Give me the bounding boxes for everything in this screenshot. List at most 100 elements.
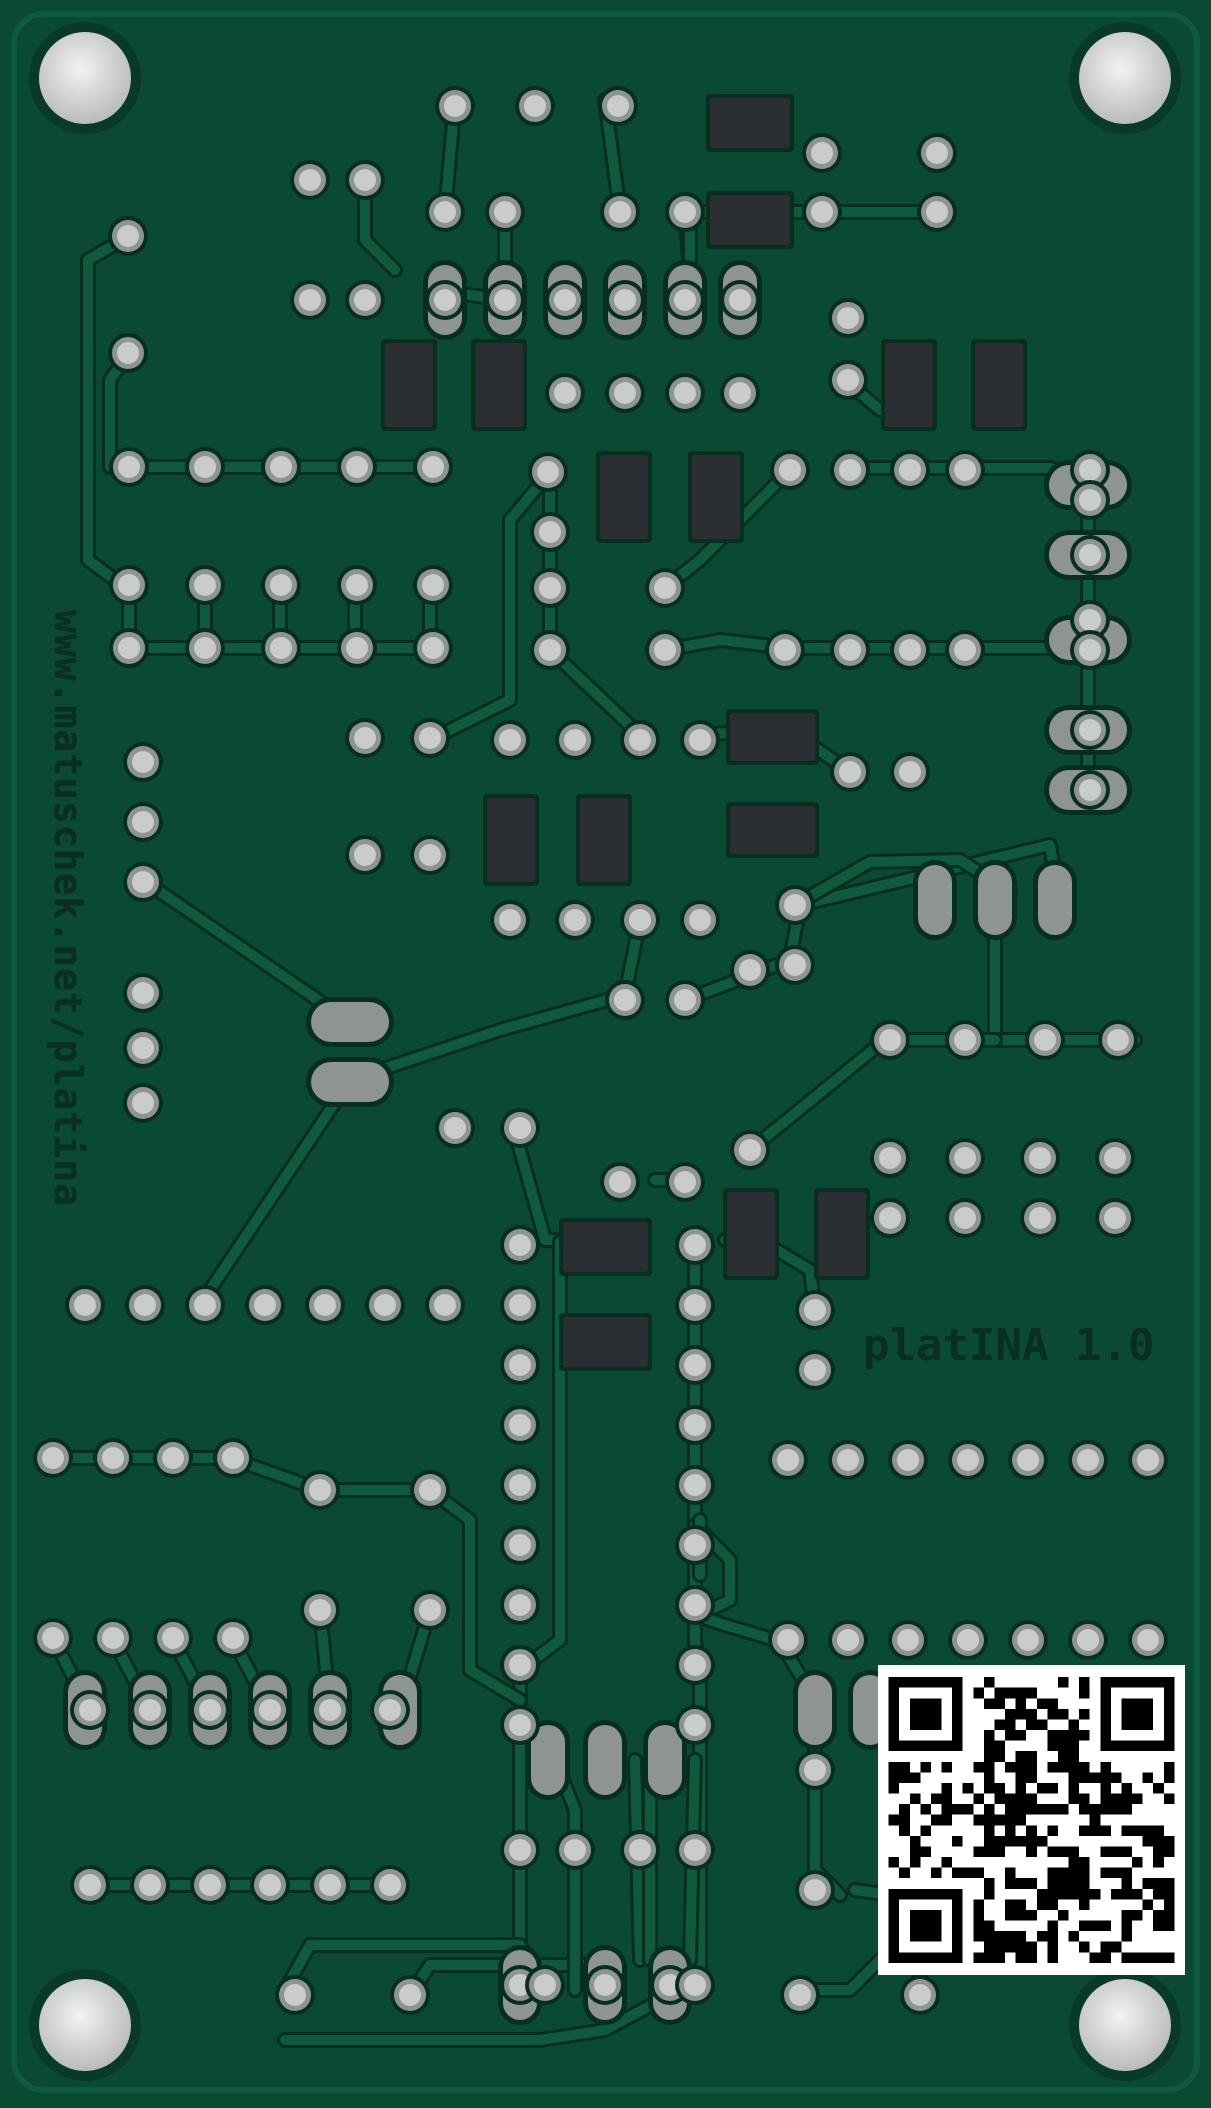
pad [629,1839,651,1861]
qr-module [1153,1835,1164,1847]
pad [926,142,948,164]
pad [879,1029,901,1051]
qr-module [1079,1825,1090,1836]
qr-module [1132,1909,1143,1921]
qr-module [1079,1677,1090,1688]
pad [299,289,321,311]
pad [354,169,376,191]
qr-module [973,1814,984,1826]
pad [1104,1207,1126,1229]
qr-module [1110,1888,1122,1900]
pad [132,751,154,773]
pad [102,1627,124,1649]
qr-module [983,1782,995,1794]
qr-module [1068,1782,1080,1794]
pad [957,1629,979,1651]
pad [1029,1147,1051,1169]
silkscreen-title: platINA 1.0 [863,1320,1155,1371]
qr-module [1015,1687,1027,1699]
qr-module [888,1857,900,1868]
smd-pad [710,195,790,245]
pad [614,989,636,1011]
pad [899,761,921,783]
pad [839,761,861,783]
pad [319,1699,341,1721]
pad [954,459,976,481]
qr-module [1005,1687,1016,1699]
pad [374,1294,396,1316]
qr-module [1163,1909,1175,1921]
qr-module [1100,1952,1111,1963]
pad [346,637,368,659]
pad [509,1117,531,1139]
pad [804,1359,826,1381]
qr-module [1026,1708,1037,1720]
qr-module [1142,1878,1154,1889]
qr-module [962,1804,974,1815]
qr-module [983,1931,995,1942]
pad [42,1447,64,1469]
pad [494,201,516,223]
pad [659,1974,681,1996]
pad [509,1534,531,1556]
pad [139,1874,161,1896]
qr-module [1068,1867,1080,1879]
qr-module [1079,1708,1090,1720]
pad [897,1449,919,1471]
pad [509,1594,531,1616]
pad [79,1874,101,1896]
qr-module [888,1782,900,1794]
qr-module [973,1931,984,1942]
smd-pad [600,455,648,539]
qr-module [994,1740,1006,1752]
qr-module [1057,1878,1069,1889]
qr-module [983,1740,995,1752]
qr-module [1142,1772,1154,1783]
qr-module [1057,1867,1069,1879]
pad [554,289,576,311]
qr-module [1057,1730,1069,1741]
pad [954,1147,976,1169]
pad [654,577,676,599]
qr-module [1057,1740,1069,1752]
pad [654,639,676,661]
qr-module [1110,1804,1122,1815]
qr-module [1100,1825,1111,1836]
pad [607,95,629,117]
pad [509,1294,531,1316]
smd-pad [727,1192,775,1276]
smd-pads [381,94,1027,1371]
pad [784,894,806,916]
qr-module [1047,1761,1058,1773]
pad [354,727,376,749]
pad [879,1207,901,1229]
pad [684,1594,706,1616]
pad [537,461,559,483]
pad [79,1699,101,1721]
smd-pad [563,1317,648,1367]
qr-module [973,1793,984,1805]
qr-module [1068,1846,1080,1858]
qr-module [962,1867,974,1879]
pad [399,1984,421,2006]
qr-module [909,1857,921,1868]
smd-pad [730,806,815,854]
qr-module [1068,1772,1080,1783]
pad [539,521,561,543]
smd-pad [475,343,523,427]
pad [199,1699,221,1721]
pad [270,637,292,659]
qr-module [1015,1782,1027,1794]
pad [270,456,292,478]
qr-module [983,1888,995,1900]
pad [789,1984,811,2006]
qr-module [994,1793,1006,1805]
qr-module [1079,1867,1090,1879]
pad [684,1234,706,1256]
pad [319,1874,341,1896]
pad [594,1974,616,1996]
pad [379,1874,401,1896]
qr-module [1163,1899,1175,1910]
pad [139,1699,161,1721]
